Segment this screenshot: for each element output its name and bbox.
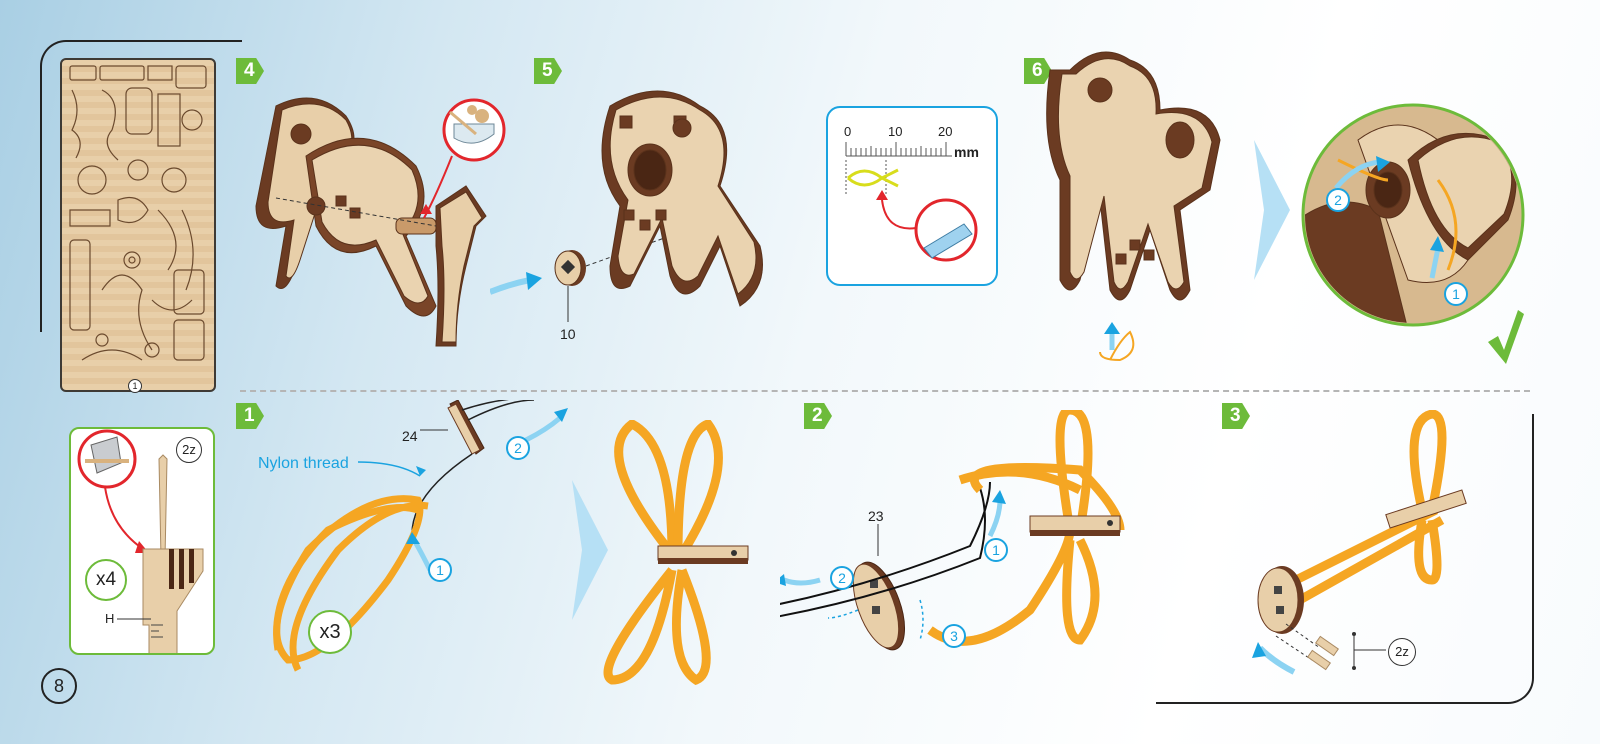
tip-detail-box: 2z x4 H — [69, 427, 215, 655]
loop-count-badge: x3 — [308, 610, 352, 654]
step-4-badge: 4 — [236, 58, 264, 84]
sheet-number-badge: 1 — [128, 379, 142, 393]
top-left-frame — [40, 40, 242, 332]
bottom-step-chevron-arrow — [572, 480, 608, 620]
bottom-step-3-2z-badge: 2z — [1388, 638, 1416, 666]
bottom-step-2-callout-1: 1 — [984, 538, 1008, 562]
step-6-assembly-illustration — [1046, 51, 1221, 362]
tip-cutter-drawing — [77, 429, 204, 653]
bottom-step-3-illustration — [1252, 410, 1467, 675]
step-4-assembly-illustration — [255, 97, 506, 347]
bottom-right-frame — [1156, 414, 1534, 704]
step-6-callout-1: 1 — [1444, 282, 1468, 306]
parts-sheet — [60, 58, 216, 392]
glue-detail-circle — [442, 98, 506, 162]
nylon-thread-label: Nylon thread — [258, 455, 349, 472]
section-divider — [240, 390, 1530, 392]
step-5-assembly-illustration — [490, 90, 763, 322]
bottom-step-1-illustration — [273, 400, 568, 672]
parts-sheet-outlines — [69, 65, 207, 361]
tip-2z-badge: 2z — [176, 437, 202, 463]
bottom-step-1-callout-2: 2 — [506, 436, 530, 460]
step-6-chevron-arrow — [1254, 140, 1290, 280]
bottom-step-2-illustration — [780, 410, 1125, 651]
page-number: 8 — [41, 668, 77, 704]
bottom-step-1-callout-1: 1 — [428, 558, 452, 582]
step-5-badge: 5 — [534, 58, 562, 84]
tip-count-badge: x4 — [85, 559, 127, 601]
bottom-step-2-callout-2: 2 — [830, 566, 854, 590]
bottom-step-2-callout-3: 3 — [942, 624, 966, 648]
part-10-label: 10 — [560, 326, 576, 342]
ruler-tick-10: 10 — [888, 124, 903, 139]
bottom-step-1-result-illustration — [603, 420, 749, 686]
h-label: H — [105, 611, 115, 626]
ruler-unit-label: mm — [954, 144, 979, 160]
measurement-detail-box: 0 10 20 mm — [826, 106, 998, 286]
ruler-and-knot-drawing — [845, 142, 978, 262]
step-6-callout-2: 2 — [1326, 188, 1350, 212]
ruler-tick-20: 20 — [938, 124, 953, 139]
check-icon — [1488, 310, 1524, 364]
part-23-label: 23 — [868, 508, 884, 524]
part-24-label: 24 — [402, 428, 418, 444]
step-6-detail-circle — [1301, 103, 1525, 327]
ruler-tick-0: 0 — [844, 124, 852, 139]
